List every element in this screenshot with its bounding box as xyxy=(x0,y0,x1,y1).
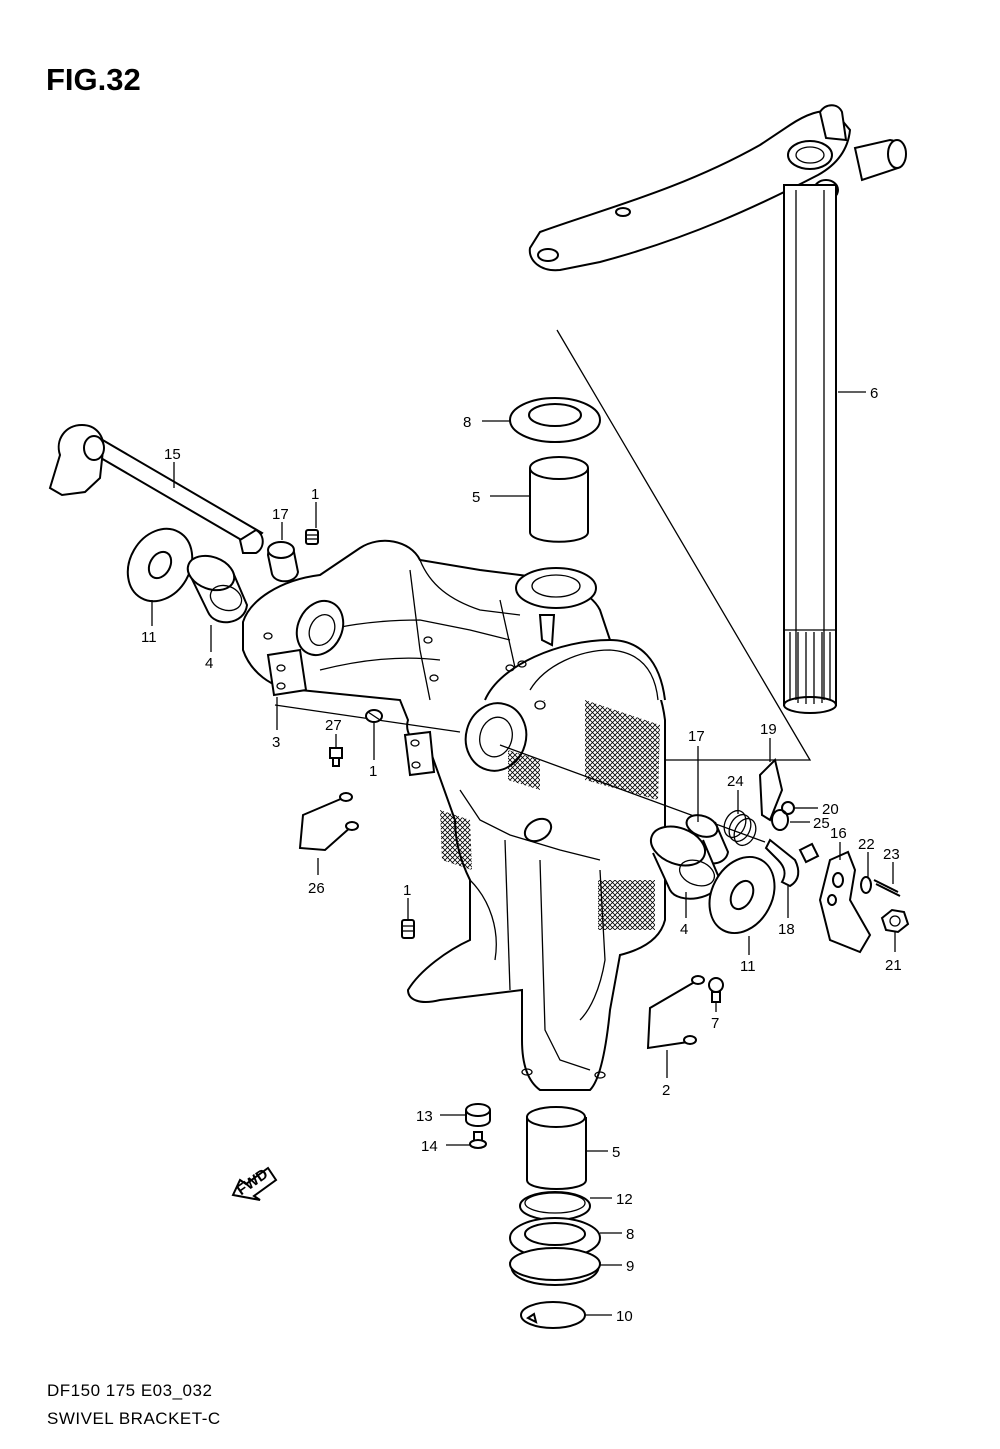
right-washer xyxy=(708,855,776,935)
top-bushing xyxy=(529,456,589,543)
cotter-pin-23 xyxy=(873,879,901,897)
callout-4-left: 4 xyxy=(205,655,213,672)
figure-name: SWIVEL BRACKET-C xyxy=(47,1409,221,1428)
grease-fitting-middle xyxy=(365,709,383,723)
callout-18: 18 xyxy=(778,921,795,938)
right-collar xyxy=(685,814,730,865)
ground-wire-26 xyxy=(298,792,359,852)
callout-labels: 6 8 5 15 17 1 11 4 3 27 1 19 20 17 24 25… xyxy=(141,385,902,1325)
right-bushing xyxy=(649,825,722,900)
callout-25: 25 xyxy=(813,815,830,832)
callout-14: 14 xyxy=(421,1138,438,1155)
callout-9: 9 xyxy=(626,1258,634,1275)
spring-24 xyxy=(723,809,757,847)
steering-arm xyxy=(528,104,907,272)
left-washer xyxy=(126,527,194,603)
left-collar xyxy=(266,541,300,583)
callout-16: 16 xyxy=(830,825,847,842)
callout-21: 21 xyxy=(885,957,902,974)
callout-3: 3 xyxy=(272,734,280,751)
tilt-lock-bracket-16 xyxy=(818,850,872,954)
callout-2: 2 xyxy=(662,1082,670,1099)
callout-17-left: 17 xyxy=(272,506,289,523)
grease-fitting-lower xyxy=(401,919,415,939)
callout-leaders xyxy=(151,391,896,1316)
clip-19 xyxy=(758,758,784,822)
callout-7: 7 xyxy=(711,1015,719,1032)
washer-22 xyxy=(860,876,872,894)
stopper-13 xyxy=(465,1103,491,1127)
tilt-pin xyxy=(48,423,264,554)
callout-20: 20 xyxy=(822,801,839,818)
callout-19: 19 xyxy=(760,721,777,738)
callout-13: 13 xyxy=(416,1108,433,1125)
clip-25 xyxy=(771,809,789,831)
bolt-7 xyxy=(708,977,724,1003)
callout-26: 26 xyxy=(308,880,325,897)
figure-code: DF150 175 E03_032 xyxy=(47,1381,213,1400)
grease-fitting-top xyxy=(305,529,319,545)
callout-27: 27 xyxy=(325,717,342,734)
callout-12: 12 xyxy=(616,1191,633,1208)
bottom-bushing xyxy=(526,1106,587,1190)
snap-ring-10 xyxy=(520,1301,586,1329)
callout-24: 24 xyxy=(727,773,744,790)
tilt-lock-lever-18 xyxy=(764,838,820,888)
callout-17-right: 17 xyxy=(688,728,705,745)
seal-9 xyxy=(509,1247,601,1286)
callout-11-left: 11 xyxy=(141,629,157,646)
callout-15: 15 xyxy=(164,446,181,463)
callout-23: 23 xyxy=(883,846,900,863)
callout-5-top: 5 xyxy=(472,489,480,506)
nut-21 xyxy=(880,908,910,934)
callout-1-top: 1 xyxy=(311,486,319,503)
steering-shaft xyxy=(783,184,837,714)
callout-1-middle: 1 xyxy=(369,763,377,780)
top-thrust-washer xyxy=(509,397,601,443)
ring-12 xyxy=(519,1191,591,1221)
bolt-27 xyxy=(329,747,343,767)
callout-11-right: 11 xyxy=(740,958,756,975)
figure-title: FIG.32 xyxy=(46,62,141,97)
bottom-thrust-washer xyxy=(509,1217,601,1259)
bolt-14 xyxy=(469,1131,487,1149)
callout-6: 6 xyxy=(870,385,878,402)
callout-4-right: 4 xyxy=(680,921,688,938)
callout-1-lower: 1 xyxy=(403,882,411,899)
left-bushing xyxy=(186,554,249,624)
swivel-bracket-body xyxy=(242,539,666,1091)
ground-wire-2 xyxy=(646,975,705,1050)
callout-5-bottom: 5 xyxy=(612,1144,620,1161)
callout-22: 22 xyxy=(858,836,875,853)
fwd-arrow-icon: FWD xyxy=(231,1165,278,1201)
callout-8-top: 8 xyxy=(463,414,471,431)
callout-8-bottom: 8 xyxy=(626,1226,634,1243)
tilt-axis-right xyxy=(499,744,766,843)
callout-10: 10 xyxy=(616,1308,633,1325)
